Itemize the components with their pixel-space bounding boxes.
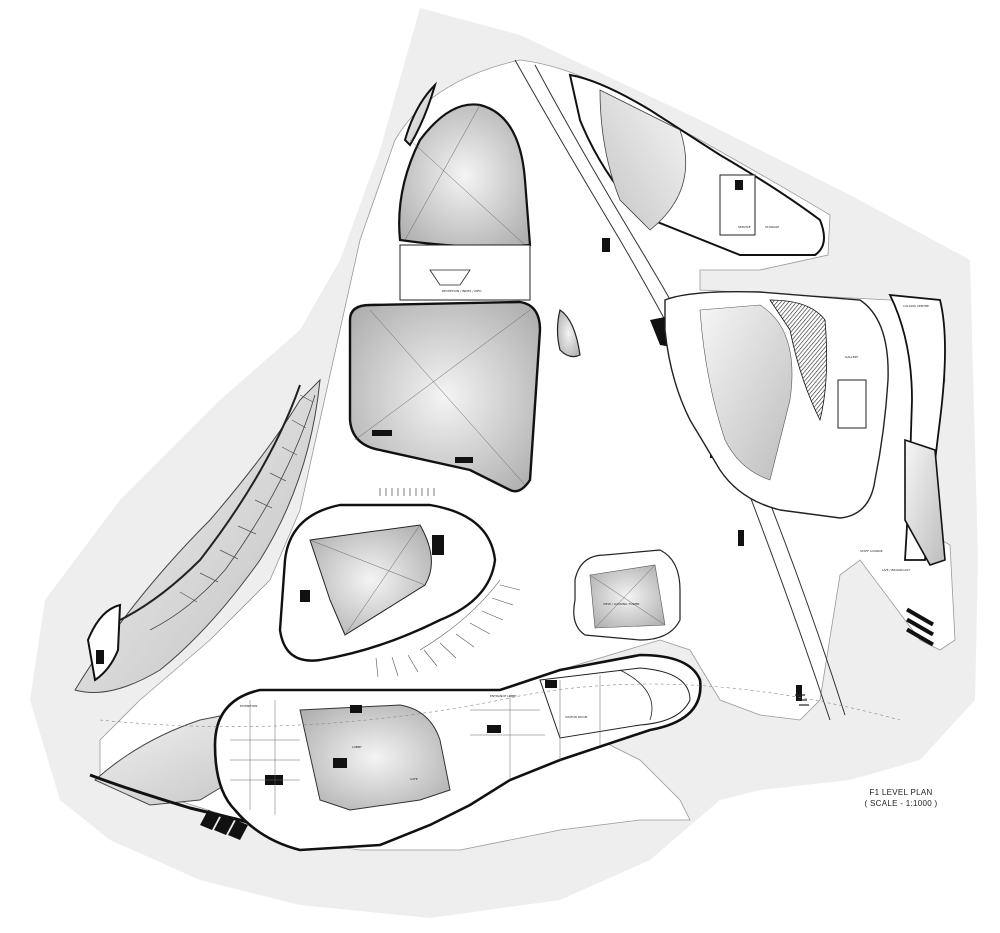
room-label-cafe: CAFE [410,777,418,781]
left-ramp [119,384,301,621]
void-central [348,300,542,493]
stair-ticks-spine [795,694,809,706]
stair-fan-south [375,579,521,678]
room-label-entrance-lobby: ENTRANCE LOBBY [490,694,517,698]
room-label-visitor: VISITOR ROOM [565,715,588,719]
stair-zebra-southwest [200,810,248,840]
pavilion-east-inner [699,304,793,481]
wing-northeast-shade [599,89,687,231]
east-edge-ramp [904,438,946,566]
hatched-ramp-east [769,299,828,422]
room-label-east-lower: STAFF LOUNGE [860,549,883,553]
south-edge [89,773,291,837]
room-label-southeast: VIEW / LOOKING TOWER [603,602,640,606]
left-wing [74,378,321,693]
room-label-northeast: STORAGE [765,225,779,229]
room-label-exhibition: EXHIBITION [240,704,257,708]
stair-treads-west [379,488,435,496]
room-label-gallery: GALLERY [845,355,859,359]
block-south-void [299,704,451,811]
block-south-hall [539,667,691,739]
room-label-lobby: LOBBY [352,745,362,749]
room-label-reception: RECEPTION / INDEX / INFO [442,289,482,293]
room-label-east-strip: CALLING CENTRE [903,304,929,308]
core-east [837,379,867,429]
grid-lines-south [230,675,601,815]
plan-scale: ( SCALE - 1:1000 ) [864,799,938,808]
room-label-east-lower-2: LIVE / BROADCAST [882,568,910,572]
plan-caption: F1 LEVEL PLAN ( SCALE - 1:1000 ) [846,787,956,809]
lens-central [556,309,581,358]
stair-zebra-east [906,607,934,647]
reception-block [399,244,531,301]
survey-line [99,683,901,727]
room-label-northeast-2: SERVICE [738,225,751,229]
plan-title: F1 LEVEL PLAN [869,788,933,797]
slot-northwest [403,81,438,147]
